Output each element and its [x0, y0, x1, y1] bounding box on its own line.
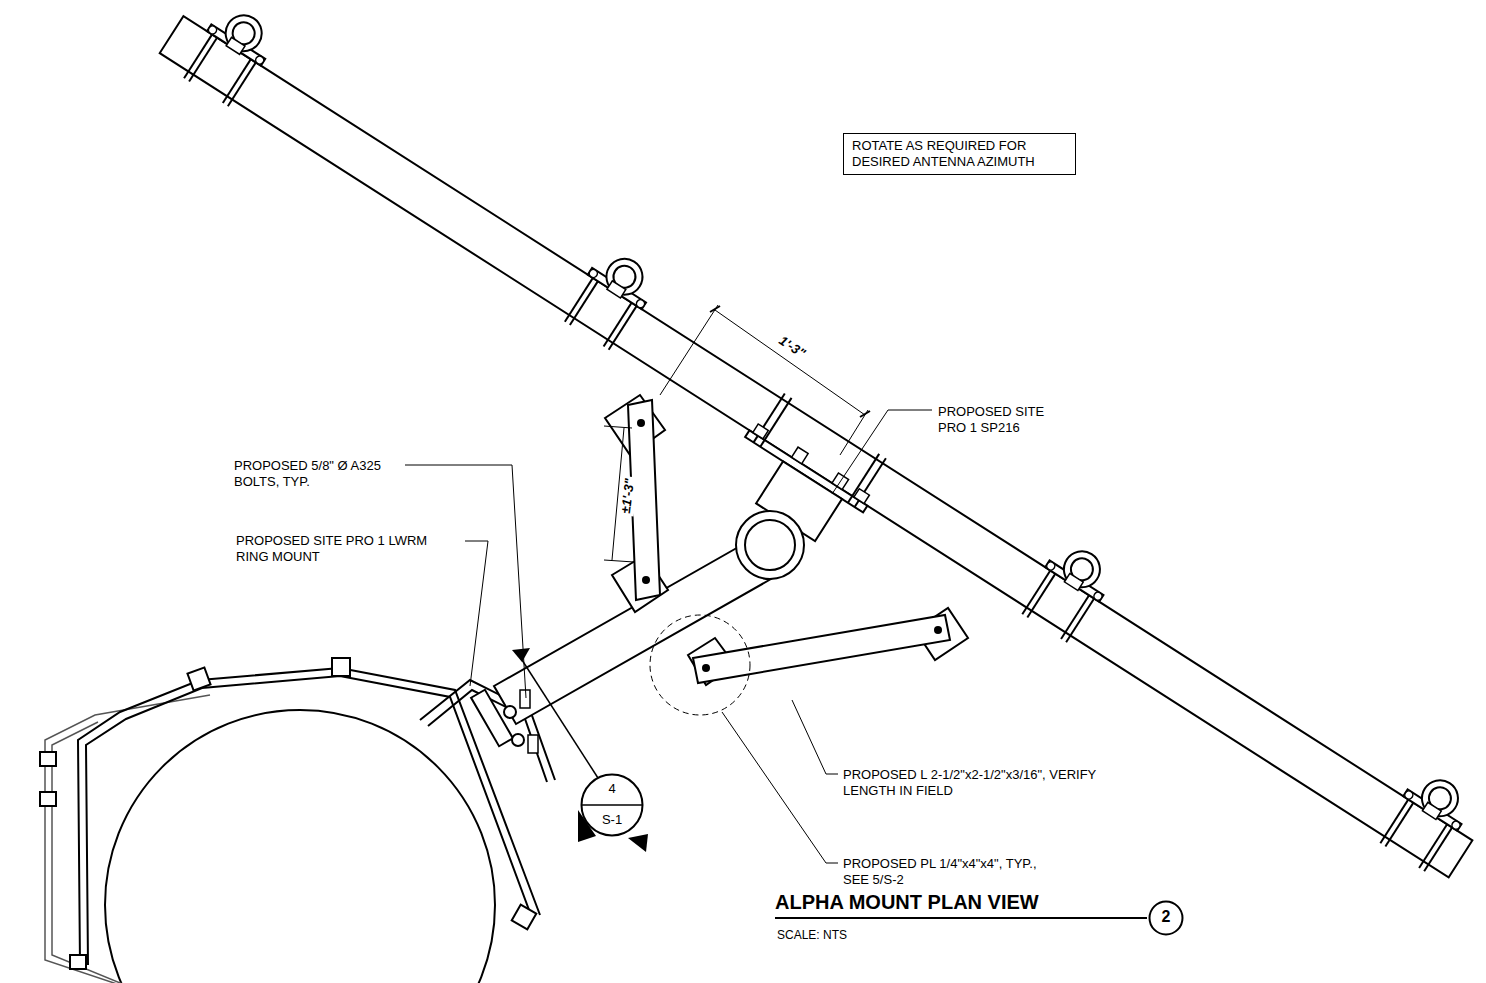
callout-number: 4 [580, 781, 644, 797]
note-text: ROTATE AS REQUIRED FOR DESIRED ANTENNA A… [852, 138, 1067, 170]
scale-note: SCALE: NTS [777, 928, 847, 942]
detail-number-circle: 2 [1148, 900, 1184, 936]
callout-text: PROPOSED 5/8" Ø A325 BOLTS, TYP. [234, 458, 409, 490]
dimension-text: 1'-3" [774, 332, 810, 363]
callout-text: PROPOSED SITE PRO 1 LWRM RING MOUNT [236, 533, 451, 565]
callout-text: PROPOSED SITE PRO 1 SP216 [938, 404, 1063, 436]
callout-text: PROPOSED PL 1/4"x4"x4", TYP., SEE 5/S-2 [843, 856, 1048, 888]
section-callout: 4S-1 [580, 773, 644, 837]
callout-number: S-1 [580, 812, 644, 828]
drawing-title: ALPHA MOUNT PLAN VIEW [775, 891, 1039, 914]
callout-text: PROPOSED L 2-1/2"x2-1/2"x3/16", VERIFY L… [843, 767, 1133, 799]
note-box: ROTATE AS REQUIRED FOR DESIRED ANTENNA A… [843, 133, 1076, 175]
callout-number: 2 [1148, 909, 1184, 925]
